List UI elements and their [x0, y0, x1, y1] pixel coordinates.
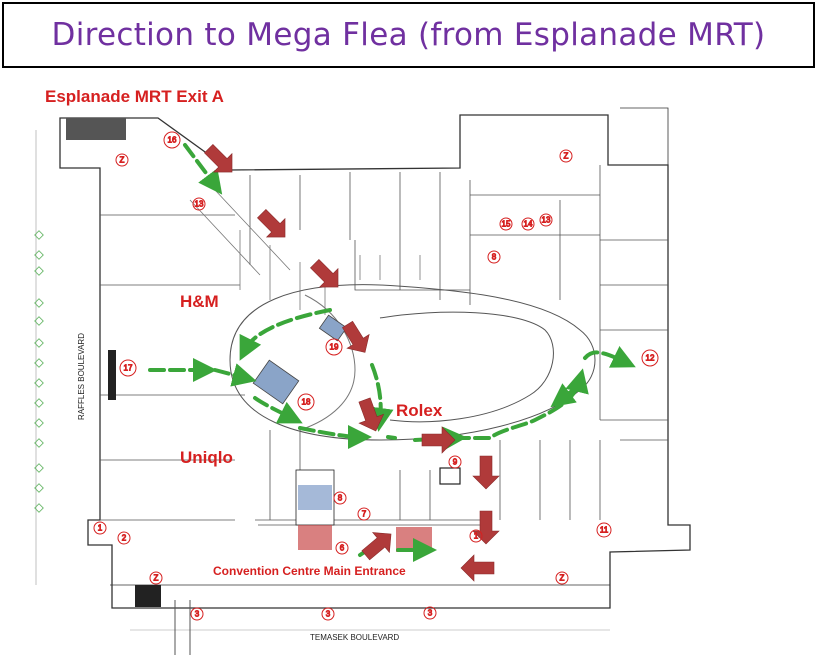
arrow-10 — [361, 532, 392, 561]
marker-15: 15 — [499, 217, 513, 231]
svg-text:15: 15 — [502, 220, 511, 229]
floor-plan-map: 16 Z 13 Z 15 14 13 8 12 17 19 18 9 8 7 6… — [34, 87, 691, 655]
marker-14: 14 — [521, 217, 535, 231]
marker-1-right: 1 — [469, 529, 483, 543]
marker-1-left: 1 — [93, 521, 107, 535]
marker-9: 9 — [448, 455, 462, 469]
building-outline — [35, 107, 691, 655]
marker-2: 2 — [117, 531, 131, 545]
marker-3-c: 3 — [423, 606, 437, 620]
marker-13-right: 13 — [539, 213, 553, 227]
arrow-3 — [310, 259, 339, 288]
svg-text:8: 8 — [338, 494, 343, 503]
marker-11: 11 — [596, 522, 612, 538]
label-rolex: Rolex — [396, 401, 443, 420]
marker-z-3: Z — [149, 571, 163, 585]
marker-17: 17 — [119, 359, 137, 377]
marker-8-bottom: 8 — [333, 491, 347, 505]
svg-text:Z: Z — [564, 152, 569, 161]
arrow-4 — [342, 320, 370, 353]
svg-text:7: 7 — [362, 510, 367, 519]
title-box: Direction to Mega Flea (from Esplanade M… — [2, 2, 815, 68]
svg-text:18: 18 — [302, 398, 311, 407]
svg-text:Z: Z — [154, 574, 159, 583]
svg-text:8: 8 — [492, 253, 497, 262]
marker-3-b: 3 — [321, 607, 335, 621]
svg-text:13: 13 — [542, 216, 551, 225]
svg-text:14: 14 — [524, 220, 533, 229]
svg-text:3: 3 — [195, 610, 200, 619]
arrow-9 — [460, 554, 495, 582]
svg-text:11: 11 — [600, 526, 609, 535]
marker-12: 12 — [641, 349, 659, 367]
svg-text:17: 17 — [124, 364, 133, 373]
svg-text:1: 1 — [474, 532, 479, 541]
entrance-label-bg — [208, 562, 456, 578]
svg-text:12: 12 — [646, 354, 655, 363]
map-markers: 16 Z 13 Z 15 14 13 8 12 17 19 18 9 8 7 6… — [93, 131, 659, 621]
arrow-5 — [358, 397, 385, 432]
marker-z-4: Z — [555, 571, 569, 585]
marker-13-left: 13 — [192, 197, 206, 211]
arrow-6 — [421, 426, 456, 454]
label-uniqlo: Uniqlo — [180, 448, 233, 467]
arrow-8 — [472, 510, 500, 545]
label-hm: H&M — [180, 292, 219, 311]
escalators — [66, 118, 461, 607]
svg-text:Z: Z — [120, 156, 125, 165]
svg-text:13: 13 — [195, 200, 204, 209]
svg-text:3: 3 — [428, 609, 433, 618]
road-label-left: RAFFLES BOULEVARD — [77, 333, 86, 420]
marker-18: 18 — [297, 393, 315, 411]
marker-16: 16 — [163, 131, 181, 149]
marker-z-1: Z — [115, 153, 129, 167]
label-esplanade-exit: Esplanade MRT Exit A — [45, 87, 224, 106]
marker-8-top: 8 — [487, 250, 501, 264]
marker-z-2: Z — [559, 149, 573, 163]
marker-6: 6 — [335, 541, 349, 555]
svg-text:Z: Z — [560, 574, 565, 583]
svg-text:16: 16 — [168, 136, 177, 145]
arrow-2 — [257, 209, 286, 238]
arrow-7 — [472, 455, 500, 490]
svg-text:2: 2 — [122, 534, 127, 543]
marker-7: 7 — [357, 507, 371, 521]
direction-arrows — [204, 144, 500, 582]
garden-markers — [34, 230, 44, 513]
interior-walls — [100, 165, 668, 526]
svg-text:9: 9 — [453, 458, 458, 467]
road-label-bottom: TEMASEK BOULEVARD — [310, 633, 399, 642]
marker-3-a: 3 — [190, 607, 204, 621]
label-main-entrance: Convention Centre Main Entrance — [213, 564, 406, 578]
marker-19: 19 — [325, 338, 343, 356]
arrow-1 — [204, 144, 233, 173]
page-title: Direction to Mega Flea (from Esplanade M… — [51, 17, 766, 53]
svg-text:6: 6 — [340, 544, 345, 553]
svg-text:3: 3 — [326, 610, 331, 619]
svg-text:19: 19 — [330, 343, 339, 352]
svg-text:1: 1 — [98, 524, 103, 533]
